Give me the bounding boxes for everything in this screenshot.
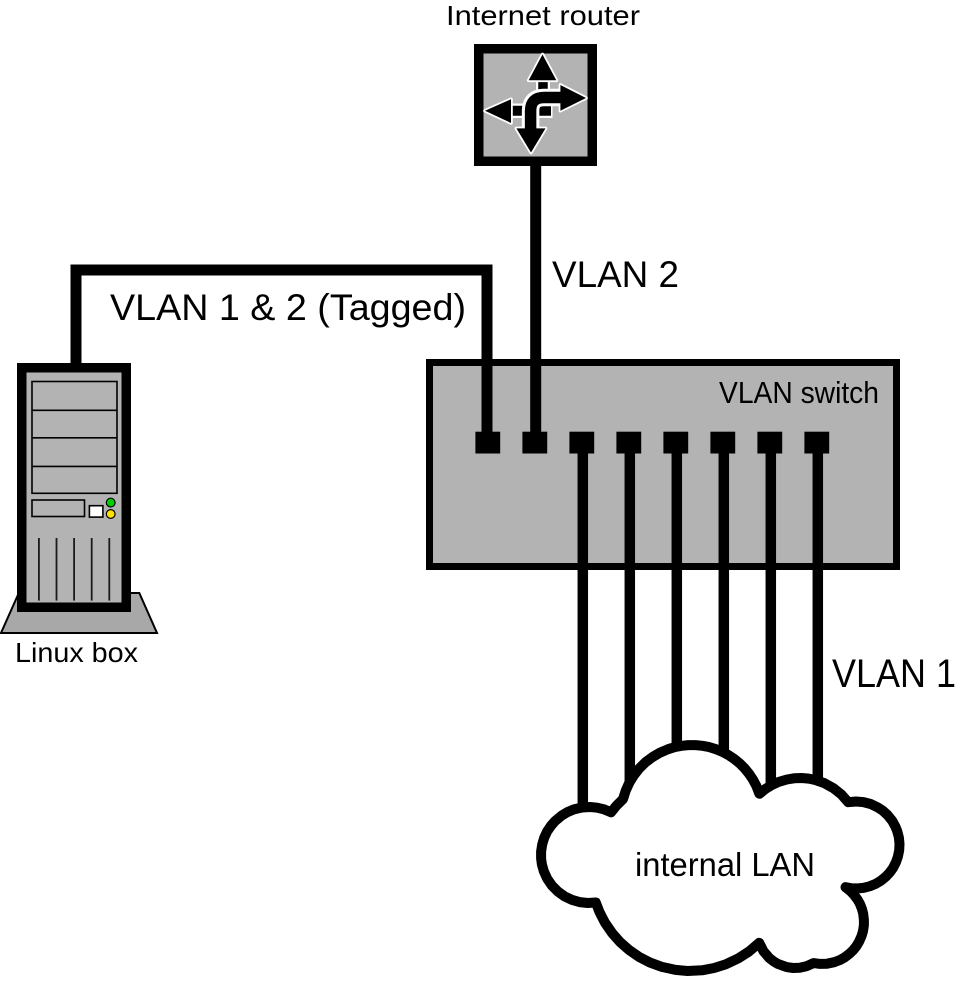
svg-text:Internet router: Internet router bbox=[446, 0, 640, 31]
svg-text:Linux box: Linux box bbox=[15, 637, 138, 668]
svg-text:internal LAN: internal LAN bbox=[635, 846, 815, 883]
svg-text:VLAN 1 & 2 (Tagged): VLAN 1 & 2 (Tagged) bbox=[110, 287, 466, 328]
svg-text:VLAN switch: VLAN switch bbox=[719, 375, 879, 410]
svg-text:VLAN 1: VLAN 1 bbox=[832, 652, 956, 696]
svg-text:VLAN 2: VLAN 2 bbox=[552, 254, 679, 295]
